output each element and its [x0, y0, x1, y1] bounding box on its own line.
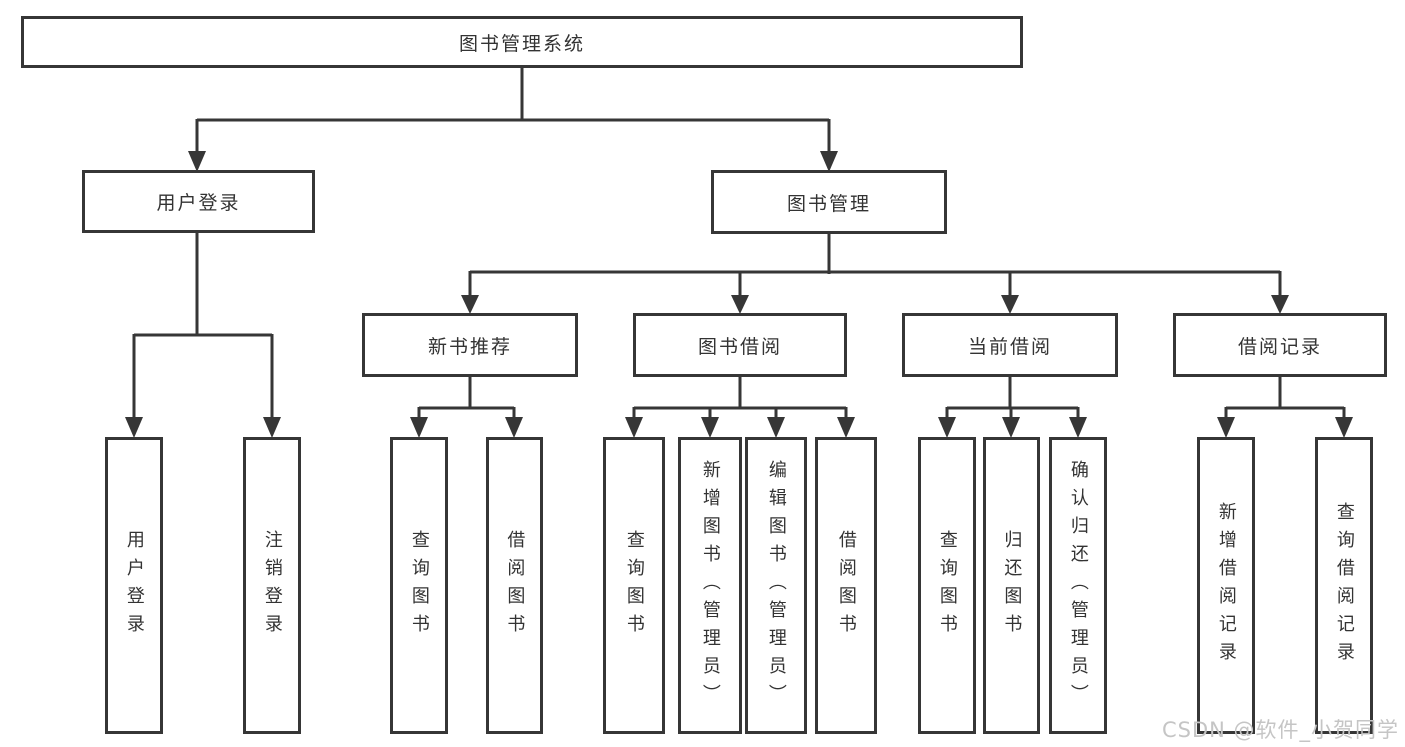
arrow-down-icon: [701, 417, 719, 438]
arrow-down-icon: [263, 417, 281, 438]
arrowhead-icons: [125, 151, 1353, 438]
arrow-down-icon: [505, 417, 523, 438]
node-current-borrowing: 当前借阅: [902, 313, 1118, 377]
arrow-down-icon: [625, 417, 643, 438]
arrow-down-icon: [1002, 417, 1020, 438]
leaf-borrow-edit-books-admin: 编辑图书（管理员）: [745, 437, 807, 734]
leaf-records-add-record: 新增借阅记录: [1197, 437, 1255, 734]
leaf-borrow-add-books-admin-label: 新增图书（管理员）: [699, 459, 721, 712]
leaf-current-confirm-return-admin-label: 确认归还（管理员）: [1067, 459, 1089, 712]
arrow-down-icon: [125, 417, 143, 438]
arrow-down-icon: [1271, 295, 1289, 314]
node-borrow-records-label: 借阅记录: [1237, 335, 1322, 358]
node-current-borrowing-label: 当前借阅: [967, 335, 1052, 358]
leaf-user-login: 用户登录: [105, 437, 163, 734]
leaf-newbooks-borrow-books: 借阅图书: [486, 437, 543, 734]
node-book-borrowing: 图书借阅: [633, 313, 847, 377]
arrow-down-icon: [731, 295, 749, 314]
leaf-newbooks-query-books: 查询图书: [390, 437, 448, 734]
arrow-down-icon: [938, 417, 956, 438]
node-user-login-label: 用户登录: [156, 192, 241, 214]
node-borrow-records: 借阅记录: [1173, 313, 1387, 377]
leaf-borrow-edit-books-admin-label: 编辑图书（管理员）: [765, 459, 787, 712]
leaf-records-add-record-label: 新增借阅记录: [1215, 501, 1237, 670]
node-new-book-recommend-label: 新书推荐: [427, 335, 512, 358]
leaf-borrow-borrow-books-label: 借阅图书: [835, 529, 857, 642]
node-root: 图书管理系统: [21, 16, 1023, 68]
node-book-management-label: 图书管理: [786, 192, 871, 215]
arrow-down-icon: [767, 417, 785, 438]
arrow-down-icon: [410, 417, 428, 438]
leaf-borrow-query-books: 查询图书: [603, 437, 665, 734]
arrow-down-icon: [1335, 417, 1353, 438]
leaf-borrow-query-books-label: 查询图书: [623, 529, 645, 642]
arrow-down-icon: [461, 295, 479, 314]
connector-edges: [132, 68, 1346, 419]
leaf-newbooks-query-books-label: 查询图书: [408, 529, 430, 642]
leaf-borrow-borrow-books: 借阅图书: [815, 437, 877, 734]
leaf-current-return-books-label: 归还图书: [1001, 529, 1023, 642]
leaf-current-return-books: 归还图书: [983, 437, 1040, 734]
leaf-newbooks-borrow-books-label: 借阅图书: [504, 529, 526, 642]
arrow-down-icon: [1001, 295, 1019, 314]
leaf-current-query-books-label: 查询图书: [936, 529, 958, 642]
arrow-down-icon: [820, 151, 838, 172]
node-root-label: 图书管理系统: [458, 32, 585, 55]
node-new-book-recommend: 新书推荐: [362, 313, 578, 377]
leaf-user-login-label: 用户登录: [123, 529, 145, 642]
arrow-down-icon: [188, 151, 206, 172]
watermark: CSDN @软件_小贺同学: [1162, 718, 1400, 742]
leaf-current-query-books: 查询图书: [918, 437, 976, 734]
leaf-borrow-add-books-admin: 新增图书（管理员）: [678, 437, 742, 734]
leaf-logout-login: 注销登录: [243, 437, 301, 734]
leaf-current-confirm-return-admin: 确认归还（管理员）: [1049, 437, 1107, 734]
node-book-management: 图书管理: [711, 170, 947, 234]
leaf-logout-login-label: 注销登录: [261, 529, 283, 642]
arrow-down-icon: [1069, 417, 1087, 438]
node-user-login: 用户登录: [82, 170, 315, 233]
leaf-records-query-record: 查询借阅记录: [1315, 437, 1373, 734]
node-book-borrowing-label: 图书借阅: [697, 335, 782, 358]
arrow-down-icon: [1217, 417, 1235, 438]
leaf-records-query-record-label: 查询借阅记录: [1333, 501, 1355, 670]
arrow-down-icon: [837, 417, 855, 438]
